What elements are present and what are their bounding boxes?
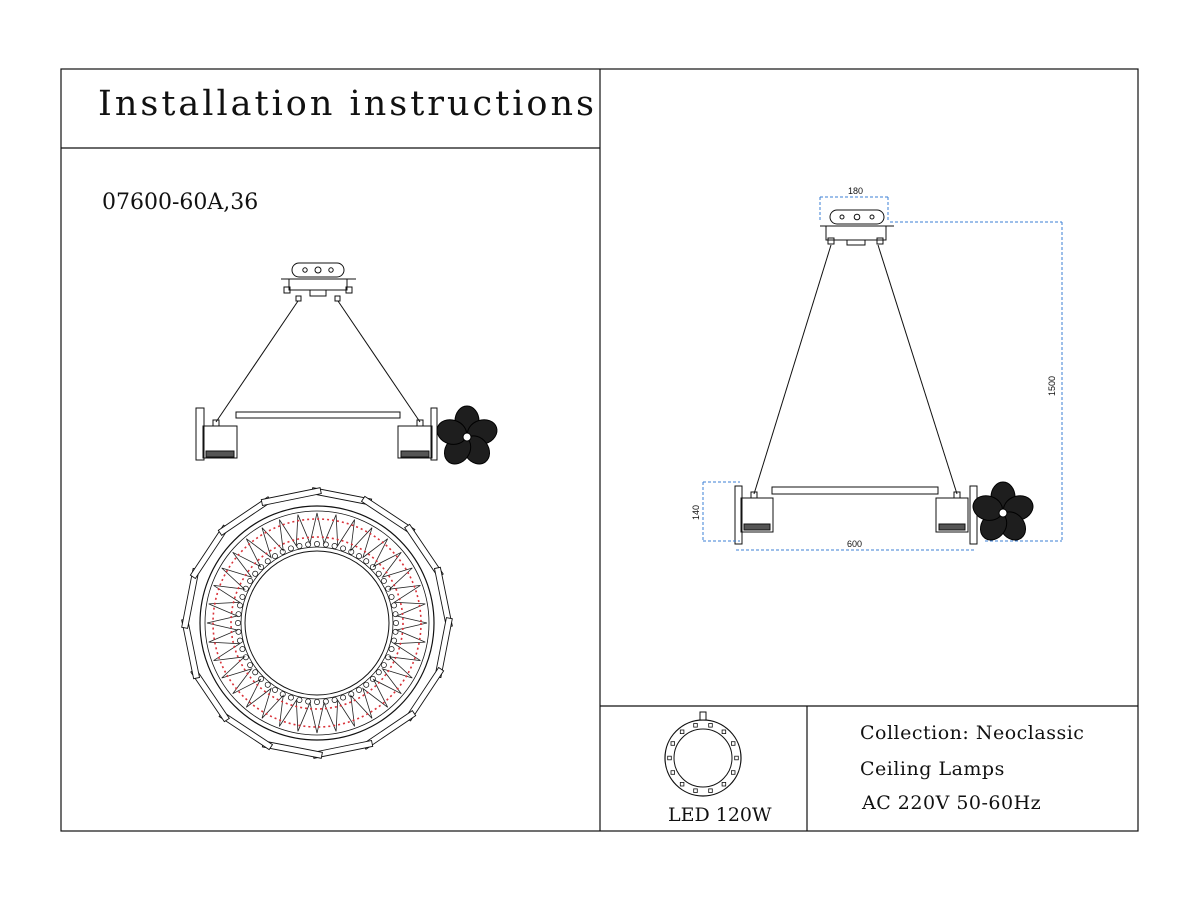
ring-side-profile [734,485,978,545]
dimension-lines [702,196,1063,551]
ceiling-canopy-icon [281,262,356,302]
category-label: Ceiling Lamps [860,758,1005,780]
collection-label: Collection: Neoclassic [860,722,1085,744]
led-ring-icon [664,711,742,797]
dimension-label-ring-width: 600 [847,539,863,549]
flower-ornament-icon [972,481,1034,541]
dimension-view [734,209,978,545]
page-title: Installation instructions [98,84,597,124]
ceiling-canopy-icon [820,209,894,246]
flower-ornament-icon [436,405,498,465]
dimension-label-height: 1500 [1047,375,1057,396]
power-supply-label: AC 220V 50-60Hz [862,792,1042,814]
dimension-label-top-width: 180 [848,186,864,196]
dimension-label-ring-height: 140 [691,504,701,520]
power-rating-label: LED 120W [668,804,772,826]
ring-top-view [181,487,453,759]
side-view-left [195,262,438,461]
ring-side-profile [195,407,438,461]
model-number: 07600-60A,36 [102,190,259,215]
sheet-frame [60,68,1139,832]
